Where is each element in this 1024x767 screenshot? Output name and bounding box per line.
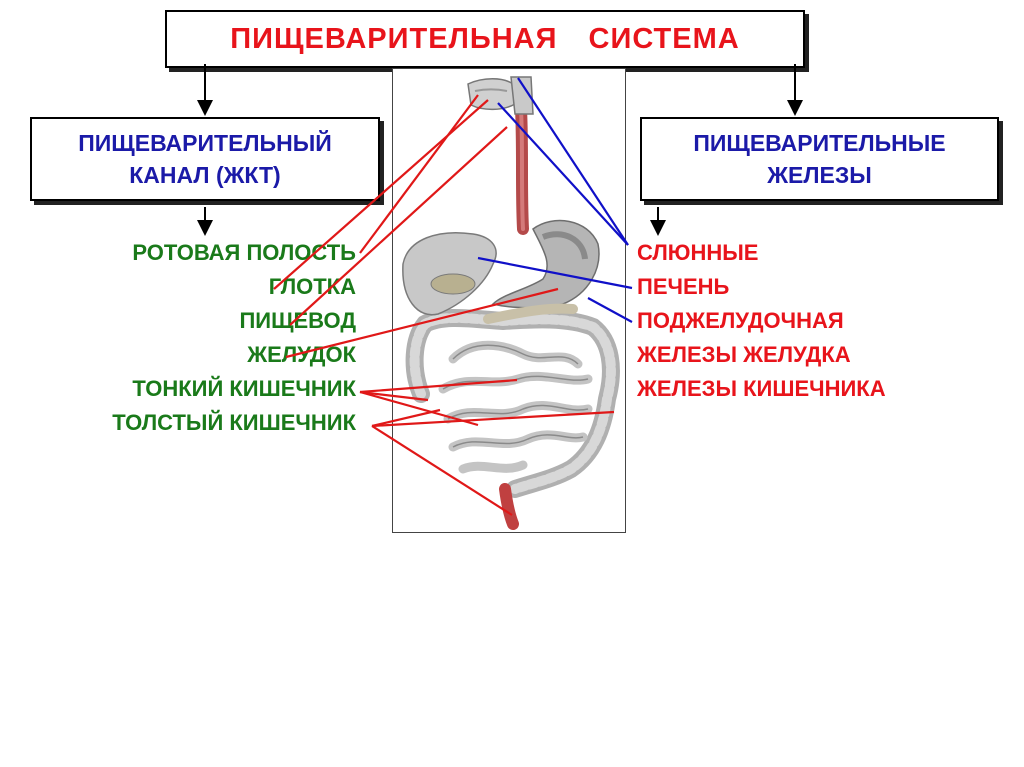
list-item: ЖЕЛЕЗЫ ЖЕЛУДКА (637, 342, 851, 367)
digestive-canal-line2: КАНАЛ (ЖКТ) (129, 162, 281, 188)
list-item: ПЕЧЕНЬ (637, 274, 730, 299)
digestive-system-illustration (402, 76, 620, 530)
hierarchy-arrows (197, 64, 803, 236)
list-item: ЖЕЛУДОК (247, 342, 356, 367)
list-item: ПИЩЕВОД (239, 308, 356, 333)
list-item: ПОДЖЕЛУДОЧНАЯ (637, 308, 844, 333)
diagram-title: ПИЩЕВАРИТЕЛЬНАЯ СИСТЕМА (230, 22, 740, 55)
digestive-glands-line1: ПИЩЕВАРИТЕЛЬНЫЕ (693, 130, 946, 156)
digestive-canal-box: ПИЩЕВАРИТЕЛЬНЫЙ КАНАЛ (ЖКТ) (30, 117, 380, 201)
digestive-glands-box: ПИЩЕВАРИТЕЛЬНЫЕ ЖЕЛЕЗЫ (640, 117, 999, 201)
digestive-canal-line1: ПИЩЕВАРИТЕЛЬНЫЙ (78, 130, 332, 156)
digestive-canal-list: РОТОВАЯ ПОЛОСТЬ ГЛОТКА ПИЩЕВОД ЖЕЛУДОК Т… (112, 236, 356, 440)
list-item: РОТОВАЯ ПОЛОСТЬ (132, 240, 356, 265)
organ-pointer-lines (273, 94, 615, 516)
list-item: ТОЛСТЫЙ КИШЕЧНИК (112, 410, 356, 435)
list-item: ТОНКИЙ КИШЕЧНИК (132, 376, 356, 401)
digestive-glands-line2: ЖЕЛЕЗЫ (767, 162, 872, 188)
list-item: ЖЕЛЕЗЫ КИШЕЧНИКА (637, 376, 886, 401)
digestive-glands-list: СЛЮННЫЕ ПЕЧЕНЬ ПОДЖЕЛУДОЧНАЯ ЖЕЛЕЗЫ ЖЕЛУ… (637, 236, 886, 406)
gland-pointer-lines (477, 77, 633, 323)
title-box: ПИЩЕВАРИТЕЛЬНАЯ СИСТЕМА (165, 10, 805, 68)
list-item: СЛЮННЫЕ (637, 240, 759, 265)
